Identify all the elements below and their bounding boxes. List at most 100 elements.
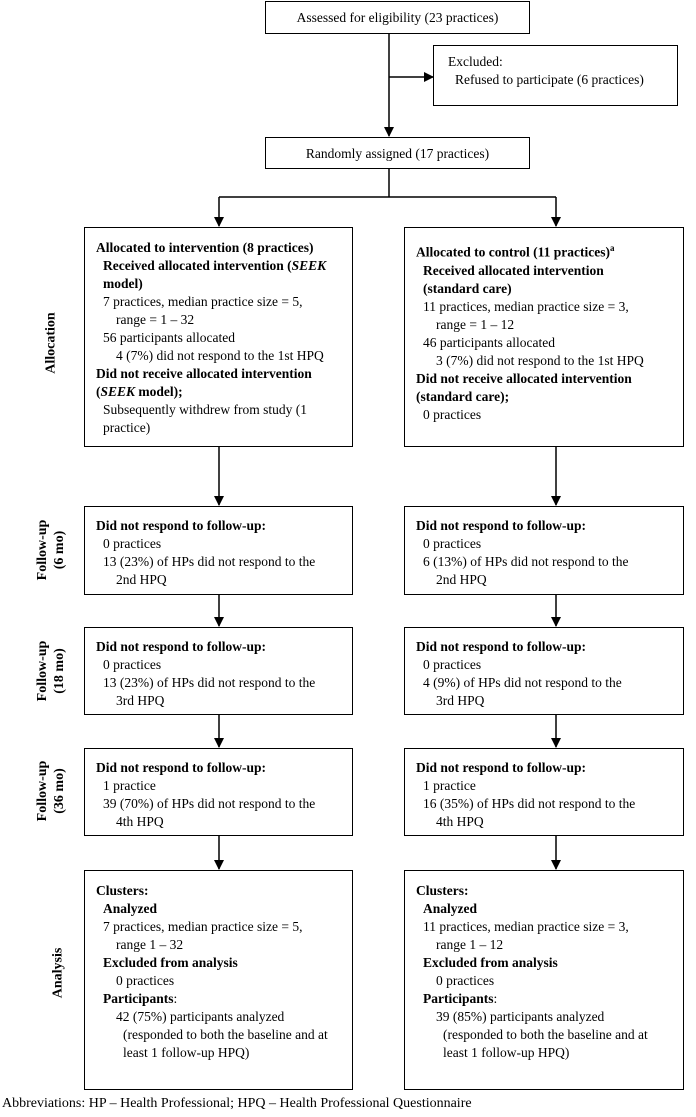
control-nonresp: 3 (7%) did not respond to the 1st HPQ [436,352,644,368]
control-participants-line: Participants: [416,990,683,1008]
control-notrecv-practices: 0 practices [423,406,482,422]
intervention-fu6-box: Did not respond to follow-up: 0 practice… [84,506,353,595]
stage-label-analysis: Analysis [50,948,67,999]
control-notrecv-b: (standard care); [416,388,510,404]
control-participants-colon: : [493,991,498,1006]
intervention-fu18-box: Did not respond to follow-up: 0 practice… [84,627,353,715]
stage-label-followup-18mo: Follow-up (18 mo) [34,641,68,702]
control-an-prac-b: range 1 – 12 [436,937,504,952]
intervention-fu6-hp-b: 2nd HPQ [116,572,167,587]
control-allocation-box: Allocated to control (11 practices)a Rec… [404,227,684,447]
intervention-notrecv-line-2: (SEEK model); [96,384,183,399]
control-fu6-hp-a: 6 (13%) of HPs did not respond to the [423,554,629,569]
intervention-notrecv-seek: SEEK [100,384,136,399]
intervention-prac-a: 7 practices, median practice size = 5, [103,294,303,309]
allocation-label: Allocation [43,312,59,374]
followup-6-line-1: Follow-up [35,519,50,581]
abbreviations-footnote: Abbreviations: HP – Health Professional;… [2,1096,472,1111]
intervention-fu18-practices: 0 practices [103,657,162,672]
control-fu18-hp-b: 3rd HPQ [436,693,485,708]
randomized-text: Randomly assigned (17 practices) [305,146,490,161]
excluded-title: Excluded: [448,54,503,69]
intervention-recv-line-1: Received allocated intervention (SEEK [96,257,352,275]
intervention-fu6-title: Did not respond to follow-up: [96,518,267,533]
intervention-recv-b: model) [103,276,143,291]
control-fu6-hp-b: 2nd HPQ [436,572,487,587]
intervention-notrecv-a: Did not receive allocated intervention [96,366,312,381]
intervention-an-prac-a: 7 practices, median practice size = 5, [103,919,303,934]
intervention-fu36-practices: 1 practice [103,778,156,793]
excluded-box: Excluded: Refused to participate (6 prac… [433,45,678,106]
intervention-fu6-hp-a: 13 (23%) of HPs did not respond to the [103,554,316,569]
followup-6-line-2: (6 mo) [52,530,67,570]
control-participants: 46 participants allocated [423,334,555,350]
control-notrecv-a: Did not receive allocated intervention [416,370,632,386]
control-fu18-title: Did not respond to follow-up: [416,639,587,654]
control-resp-a: (responded to both the baseline and at [443,1027,648,1042]
followup-36-line-2: (36 mo) [52,768,67,814]
intervention-analysis-box: Clusters: Analyzed 7 practices, median p… [84,870,353,1090]
stage-label-allocation: Allocation [43,312,60,373]
intervention-fu36-hp-b: 4th HPQ [116,814,164,829]
intervention-participants-line: Participants: [96,990,352,1008]
intervention-allocation-box: Allocated to intervention (8 practices) … [84,227,353,447]
followup-18-line-1: Follow-up [35,640,50,702]
intervention-resp-a: (responded to both the baseline and at [123,1027,328,1042]
control-fu18-hp-a: 4 (9%) of HPs did not respond to the [423,675,622,690]
control-fu6-practices: 0 practices [423,536,482,551]
control-fu6-box: Did not respond to follow-up: 0 practice… [404,506,684,595]
intervention-prac-b: range = 1 – 32 [116,312,195,327]
intervention-fu18-title: Did not respond to follow-up: [96,639,267,654]
control-participants-label: Participants [423,991,494,1006]
control-excluded: Excluded from analysis [423,955,558,970]
control-fu18-box: Did not respond to follow-up: 0 practice… [404,627,684,715]
control-fu36-box: Did not respond to follow-up: 1 practice… [404,748,684,836]
control-fu36-hp-a: 16 (35%) of HPs did not respond to the [423,796,636,811]
followup-18-line-2: (18 mo) [52,648,67,694]
intervention-notrecv-b: model); [138,384,183,399]
control-resp-b: least 1 follow-up HPQ) [443,1045,570,1060]
control-prac-b: range = 1 – 12 [436,316,515,332]
control-fu36-title: Did not respond to follow-up: [416,760,587,775]
control-alloc-title-line: Allocated to control (11 practices)a [416,239,683,262]
intervention-nonresp: 4 (7%) did not respond to the 1st HPQ [116,348,324,363]
intervention-fu36-title: Did not respond to follow-up: [96,760,267,775]
control-prac-a: 11 practices, median practice size = 3, [423,298,629,314]
excluded-reason: Refused to participate (6 practices) [455,72,644,87]
intervention-recv-seek: SEEK [291,258,327,273]
assessed-text: Assessed for eligibility (23 practices) [296,10,499,25]
intervention-participants-colon: : [173,991,178,1006]
analysis-label: Analysis [50,947,66,999]
intervention-analyzed-n: 42 (75%) participants analyzed [116,1009,285,1024]
intervention-alloc-title: Allocated to intervention (8 practices) [96,240,314,255]
intervention-fu6-practices: 0 practices [103,536,162,551]
intervention-an-prac-b: range 1 – 32 [116,937,184,952]
assessed-box: Assessed for eligibility (23 practices) [265,1,530,34]
intervention-resp-b: least 1 follow-up HPQ) [123,1045,250,1060]
intervention-withdrew-b: practice) [103,420,151,435]
intervention-participants: 56 participants allocated [103,330,235,345]
control-an-prac-a: 11 practices, median practice size = 3, [423,919,629,934]
control-recv-a: Received allocated intervention [423,262,604,278]
control-recv-b: (standard care) [423,280,512,296]
intervention-withdrew-a: Subsequently withdrew from study (1 [103,402,307,417]
control-excluded-val: 0 practices [436,973,495,988]
intervention-excluded-val: 0 practices [116,973,175,988]
intervention-fu36-hp-a: 39 (70%) of HPs did not respond to the [103,796,316,811]
intervention-fu18-hp-a: 13 (23%) of HPs did not respond to the [103,675,316,690]
control-fu6-title: Did not respond to follow-up: [416,518,587,533]
stage-label-followup-36mo: Follow-up (36 mo) [34,761,68,822]
intervention-participants-label: Participants [103,991,174,1006]
control-analyzed-n: 39 (85%) participants analyzed [436,1009,605,1024]
control-fu36-hp-b: 4th HPQ [436,814,484,829]
control-clusters: Clusters: [416,883,469,898]
randomized-box: Randomly assigned (17 practices) [265,137,530,169]
control-alloc-title: Allocated to control (11 practices) [416,244,610,260]
control-analysis-box: Clusters: Analyzed 11 practices, median … [404,870,684,1090]
control-fu18-practices: 0 practices [423,657,482,672]
followup-36-line-1: Follow-up [35,760,50,822]
control-analyzed: Analyzed [423,901,477,916]
intervention-recv-a: Received allocated intervention ( [103,258,292,273]
control-alloc-footnote-mark: a [609,243,615,253]
